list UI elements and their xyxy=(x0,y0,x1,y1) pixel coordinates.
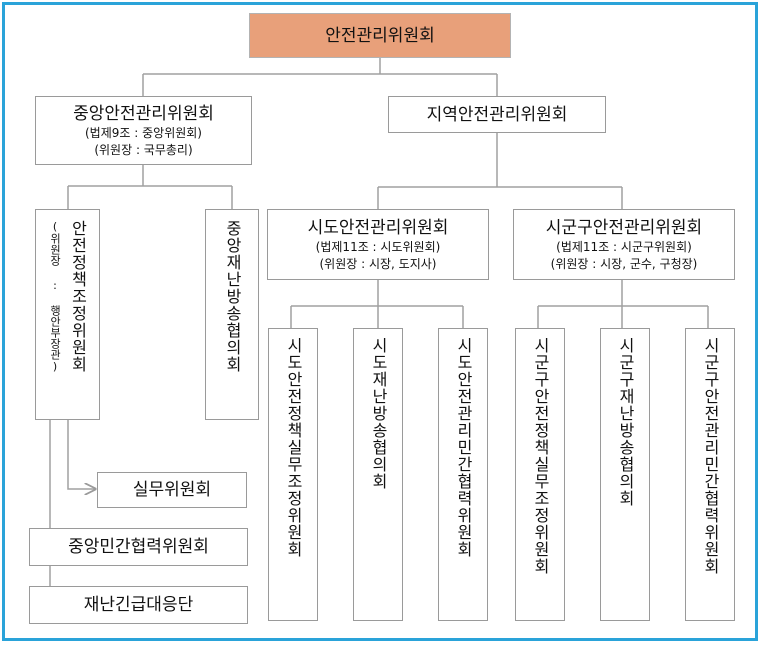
sigungu-committee-chair: (위원장 : 시장, 군수, 구청장) xyxy=(550,256,698,271)
sigungu-committee-title: 시군구안전관리위원회 xyxy=(545,217,703,238)
central-committee-basis: (법제9조 : 중앙위원회) xyxy=(85,125,202,140)
working-committee-title: 실무위원회 xyxy=(132,480,212,500)
sigungu-disaster-broadcast-title: 시군구재난방송협의회 xyxy=(616,337,635,507)
sigungu-disaster-broadcast-box: 시군구재난방송협의회 xyxy=(600,328,650,621)
working-committee-box: 실무위원회 xyxy=(97,472,247,508)
regional-committee-box: 지역안전관리위원회 xyxy=(388,96,606,133)
central-committee-chair: (위원장 : 국무총리) xyxy=(94,142,193,157)
root-committee-title: 안전관리위원회 xyxy=(325,25,435,46)
sido-policy-working-title: 시도안전정책실무조정위원회 xyxy=(284,337,303,558)
sigungu-committee-box: 시군구안전관리위원회 (법제11조 : 시군구위원회) (위원장 : 시장, 군… xyxy=(513,209,735,280)
central-committee-box: 중앙안전관리위원회 (법제9조 : 중앙위원회) (위원장 : 국무총리) xyxy=(35,96,252,165)
sido-civil-cooperation-title: 시도안전관리민간협력위원회 xyxy=(454,337,473,558)
sigungu-policy-working-title: 시군구안전정책실무조정위원회 xyxy=(531,337,550,575)
central-committee-title: 중앙안전관리위원회 xyxy=(73,103,214,124)
policy-committee-box: 안전정책조정위원회 (위원장 : 행안부장관) xyxy=(35,209,100,420)
central-disaster-broadcast-box: 중앙재난방송협의회 xyxy=(205,209,259,420)
sido-civil-cooperation-box: 시도안전관리민간협력위원회 xyxy=(438,328,488,621)
emergency-response-title: 재난긴급대응단 xyxy=(83,595,194,615)
diagram-frame xyxy=(2,2,758,641)
sigungu-policy-working-box: 시군구안전정책실무조정위원회 xyxy=(515,328,565,621)
central-civil-cooperation-title: 중앙민간협력위원회 xyxy=(68,537,209,557)
sido-policy-working-box: 시도안전정책실무조정위원회 xyxy=(268,328,318,621)
central-disaster-broadcast-title: 중앙재난방송협의회 xyxy=(223,220,242,373)
emergency-response-box: 재난긴급대응단 xyxy=(29,586,248,624)
root-committee-box: 안전관리위원회 xyxy=(249,13,511,58)
sido-disaster-broadcast-box: 시도재난방송협의회 xyxy=(353,328,403,621)
policy-committee-chair: (위원장 : 행안부장관) xyxy=(48,220,62,373)
sido-committee-basis: (법제11조 : 시도위원회) xyxy=(315,239,441,254)
sido-committee-box: 시도안전관리위원회 (법제11조 : 시도위원회) (위원장 : 시장, 도지사… xyxy=(267,209,489,280)
sido-committee-chair: (위원장 : 시장, 도지사) xyxy=(319,256,437,271)
sigungu-committee-basis: (법제11조 : 시군구위원회) xyxy=(556,239,692,254)
sigungu-civil-cooperation-title: 시군구안전관리민간협력위원회 xyxy=(701,337,720,575)
sido-disaster-broadcast-title: 시도재난방송협의회 xyxy=(369,337,388,490)
policy-committee-title: 안전정책조정위원회 xyxy=(68,220,88,373)
regional-committee-title: 지역안전관리위원회 xyxy=(426,104,568,125)
sigungu-civil-cooperation-box: 시군구안전관리민간협력위원회 xyxy=(685,328,735,621)
sido-committee-title: 시도안전관리위원회 xyxy=(307,217,449,238)
central-civil-cooperation-box: 중앙민간협력위원회 xyxy=(29,528,248,566)
